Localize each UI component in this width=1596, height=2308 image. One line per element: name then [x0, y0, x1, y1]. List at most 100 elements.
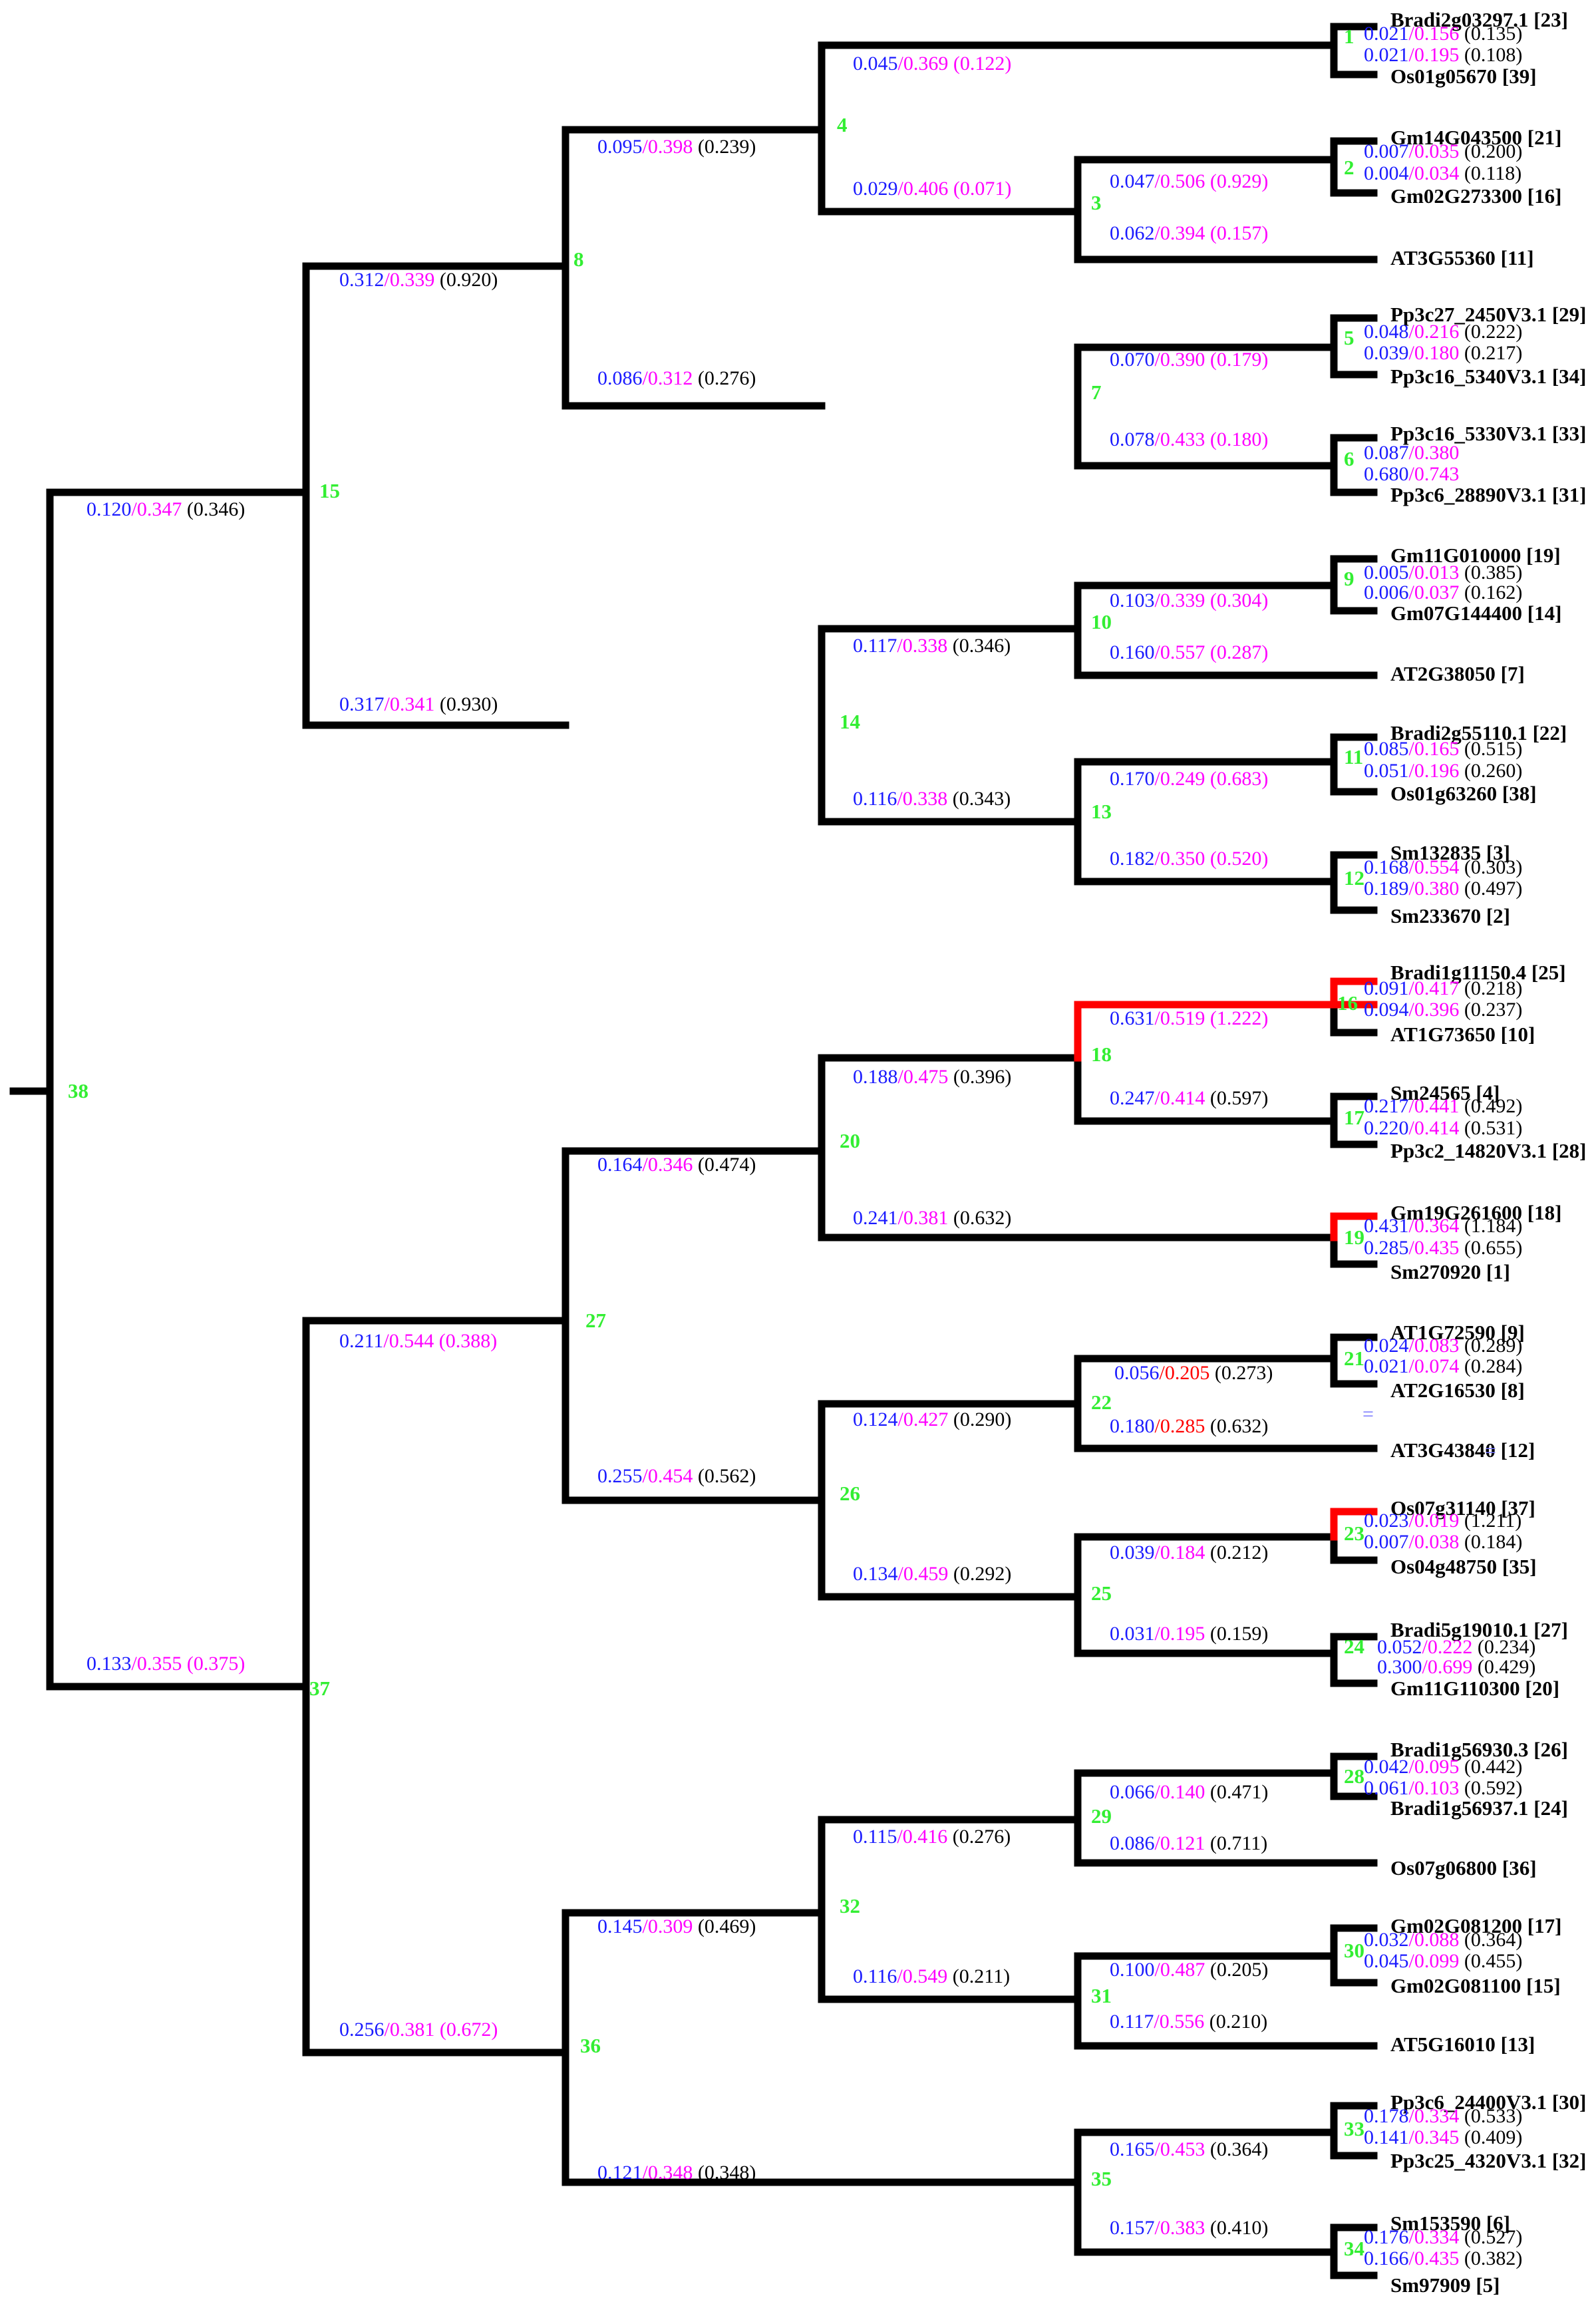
branch-value-b: /0.216 — [1409, 321, 1460, 343]
branch-label: 0.168/0.554 (0.303) — [1364, 856, 1522, 878]
branch-value-b: /0.347 — [132, 498, 182, 520]
branch-value-a: 0.680 — [1364, 463, 1409, 485]
branch-value-b: /0.074 — [1409, 1355, 1460, 1377]
branch-value-b: /0.338 — [897, 788, 947, 810]
branch-value-a: 0.100 — [1110, 1959, 1155, 1981]
node-id: 4 — [837, 113, 848, 136]
branch-value-b: /0.364 — [1409, 1215, 1460, 1237]
branch-label: 0.086/0.312 (0.276) — [597, 367, 756, 389]
branch-value-b: /0.083 — [1409, 1335, 1460, 1357]
branch-value-c: (0.179) — [1205, 349, 1268, 371]
branch-value-c: (0.292) — [948, 1563, 1011, 1585]
leaf-label: Bradi1g11150.4 [25] — [1390, 961, 1566, 984]
branch-value-c: (0.385) — [1459, 562, 1522, 583]
branch-value-a: 0.052 — [1377, 1636, 1422, 1658]
branch-value-a: 0.051 — [1364, 760, 1409, 782]
leaf-label: Gm11G110300 [20] — [1390, 1677, 1559, 1700]
branch-label: 0.005/0.013 (0.385) — [1364, 562, 1522, 583]
node-id: 9 — [1344, 567, 1355, 590]
branch-value-c: (0.303) — [1459, 856, 1522, 878]
branch-value-b: /0.369 — [898, 53, 949, 75]
branch-value-a: 0.117 — [853, 635, 897, 657]
node-id: 26 — [840, 1482, 860, 1505]
branch-value-c: (0.632) — [1205, 1415, 1268, 1437]
branch-value-a: 0.124 — [853, 1408, 898, 1430]
node-id: 33 — [1344, 2117, 1364, 2140]
node-id: 35 — [1091, 2167, 1112, 2190]
branch-value-b: /0.406 — [898, 178, 949, 200]
branch-label: 0.056/0.205 (0.273) — [1114, 1362, 1273, 1384]
leaf-label: Os01g63260 [38] — [1390, 782, 1537, 805]
branch-value-b: /0.414 — [1155, 1087, 1205, 1109]
branch-value-c: (0.184) — [1459, 1531, 1522, 1553]
node-id: 16 — [1337, 991, 1358, 1015]
branch-value-c: (0.108) — [1459, 44, 1522, 66]
branch-label: 0.166/0.435 (0.382) — [1364, 2247, 1522, 2269]
leaf-label: Pp3c16_5340V3.1 [34] — [1390, 365, 1586, 388]
node-id: 34 — [1344, 2237, 1364, 2260]
branch-value-c: (0.520) — [1205, 848, 1268, 870]
leaf-label: Pp3c2_14820V3.1 [28] — [1390, 1139, 1586, 1162]
node-id: 20 — [840, 1129, 860, 1152]
branch-value-c: (0.469) — [693, 1915, 756, 1937]
branch-value-c: (0.592) — [1459, 1777, 1522, 1799]
leaf-label: Sm97909 [5] — [1390, 2273, 1500, 2297]
branch-label: 0.078/0.433 (0.180) — [1110, 428, 1268, 450]
leaf-label: Os01g05670 [39] — [1390, 65, 1537, 88]
branch-value-a: 0.085 — [1364, 738, 1409, 760]
branch-label: 0.312/0.339 (0.920) — [339, 269, 498, 291]
branch-value-c: (0.533) — [1459, 2105, 1522, 2127]
branch-value-a: 0.078 — [1110, 428, 1155, 450]
leaf-label: Bradi1g56930.3 [26] — [1390, 1738, 1568, 1761]
branch-value-c: (0.429) — [1472, 1656, 1535, 1678]
branch-value-b: /0.035 — [1409, 140, 1460, 162]
branch-value-a: 0.045 — [853, 53, 898, 75]
leaf-label: AT5G16010 [13] — [1390, 2033, 1535, 2056]
branch-value-a: 0.188 — [853, 1066, 898, 1088]
branch-value-a: 0.007 — [1364, 140, 1409, 162]
branch-value-b: /0.037 — [1409, 581, 1460, 603]
branch-value-c: (0.290) — [948, 1408, 1011, 1430]
branch-label: 0.217/0.441 (0.492) — [1364, 1095, 1522, 1117]
leaf-label: Gm07G144400 [14] — [1390, 601, 1561, 625]
branch-value-b: /0.184 — [1155, 1542, 1205, 1564]
branch-value-c: (0.159) — [1205, 1623, 1268, 1645]
branch-value-c: (0.409) — [1459, 2126, 1522, 2148]
branch-value-c: (0.597) — [1205, 1087, 1268, 1109]
branch-value-c: (0.929) — [1205, 170, 1268, 192]
branch-value-b: /0.383 — [1155, 2217, 1205, 2239]
branch-label: 0.631/0.519 (1.222) — [1110, 1007, 1268, 1029]
branch-value-c: (0.162) — [1459, 581, 1522, 603]
branch-value-b: /0.453 — [1155, 2138, 1205, 2160]
branch-value-c: (0.382) — [1459, 2247, 1522, 2269]
branch-value-b: /0.309 — [643, 1915, 693, 1937]
branch-label: 0.103/0.339 (0.304) — [1110, 589, 1268, 611]
branch-value-a: 0.095 — [597, 136, 643, 158]
node-id: 5 — [1344, 326, 1355, 349]
branch-label: 0.116/0.549 (0.211) — [853, 1965, 1010, 1987]
node-id: 17 — [1344, 1106, 1364, 1129]
branch-label: 0.006/0.037 (0.162) — [1364, 581, 1522, 603]
branch-value-b: /0.414 — [1409, 1117, 1460, 1139]
branch-value-b: /0.341 — [385, 693, 435, 715]
branch-value-a: 0.047 — [1110, 170, 1155, 192]
branch-value-b: /0.743 — [1409, 463, 1460, 485]
branch-value-a: 0.007 — [1364, 1531, 1409, 1553]
branch-label: 0.007/0.035 (0.200) — [1364, 140, 1522, 162]
branch-value-a: 0.166 — [1364, 2247, 1409, 2269]
branch-label: 0.021/0.074 (0.284) — [1364, 1355, 1522, 1377]
branch-value-b: /0.195 — [1155, 1623, 1205, 1645]
leaf-label: Os04g48750 [35] — [1390, 1555, 1537, 1578]
leaf-label: Bradi5g19010.1 [27] — [1390, 1618, 1568, 1641]
branch-label: 0.247/0.414 (0.597) — [1110, 1087, 1268, 1109]
branch-value-a: 0.133 — [86, 1653, 132, 1675]
branch-value-a: 0.087 — [1364, 442, 1409, 464]
branch-value-a: 0.431 — [1364, 1215, 1409, 1237]
branch-value-a: 0.211 — [339, 1330, 383, 1352]
branch-value-b: /0.346 — [643, 1154, 693, 1176]
branch-value-a: 0.021 — [1364, 44, 1409, 66]
branch-value-c: (0.180) — [1205, 428, 1268, 450]
branch-value-c: (0.237) — [1459, 999, 1522, 1021]
branch-value-b: /0.339 — [385, 269, 435, 291]
branch-label: 0.256/0.381 (0.672) — [339, 2019, 498, 2041]
